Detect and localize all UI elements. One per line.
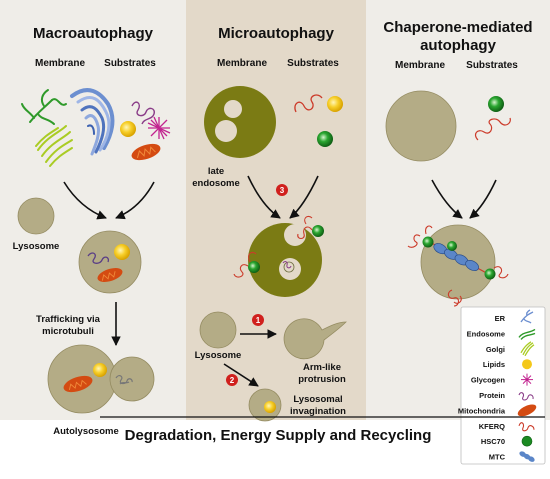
protein-icon	[131, 101, 156, 125]
legend-row: Mitochondria	[458, 404, 537, 417]
hsc70-icon	[521, 435, 533, 447]
legend-label: Protein	[479, 391, 505, 400]
legend-label: MTC	[489, 453, 506, 462]
cma-arrow-left	[431, 179, 463, 219]
step-number-2: 2	[230, 376, 235, 385]
trafficking-label-line1: Trafficking via	[36, 314, 101, 325]
legend-label: ER	[495, 314, 506, 323]
cma-membrane-label: Membrane	[395, 60, 445, 71]
legend-label: KFERQ	[479, 422, 505, 431]
micro-lysosome-label: Lysosome	[195, 350, 242, 361]
cma-arrow-right	[469, 179, 497, 219]
kferq-icon	[518, 422, 535, 432]
cma-title-line2: autophagy	[420, 37, 496, 54]
macro-title: Macroautophagy	[33, 25, 154, 42]
step-badge-2	[226, 374, 238, 386]
micro-membrane-label: Membrane	[217, 58, 267, 69]
invag-label-line1: Lysosomal	[293, 394, 342, 405]
glycogen-icon	[521, 373, 533, 386]
legend-label: Lipids	[483, 360, 505, 369]
lipid-icon	[522, 359, 532, 370]
trafficking-label-line2: microtubuli	[42, 326, 94, 337]
legend-label: Golgi	[486, 345, 505, 354]
legend-label: HSC70	[481, 437, 505, 446]
legend-row: Golgi	[486, 341, 535, 357]
lysosome-label: Lysosome	[13, 241, 60, 252]
invag-arrow	[223, 363, 259, 387]
autolysosome-label: Autolysosome	[53, 426, 118, 437]
legend: ER EndosomeGolgiLipidsGlycogenProteinMito…	[458, 306, 546, 465]
cma-kferq-icon	[474, 117, 511, 141]
legend-row: Glycogen	[471, 373, 533, 386]
micro-hsc70-icon	[317, 131, 333, 147]
lysosomal-invagination	[248, 388, 282, 422]
late-endosome-label-line1: late	[208, 166, 224, 177]
glycogen-icon	[147, 116, 171, 140]
endosome-uptake	[233, 215, 324, 297]
cma-substrates-label: Substrates	[466, 60, 518, 71]
macro-arrow-left	[63, 181, 107, 220]
endosome-icon	[518, 328, 536, 340]
macro-substrates-label: Substrates	[104, 58, 156, 69]
er-icon	[520, 309, 534, 324]
cma-hsc70-icon	[488, 96, 504, 112]
legend-row: KFERQ	[479, 422, 535, 432]
legend-label: Endosome	[467, 329, 505, 338]
legend-row: Protein	[479, 391, 534, 401]
protein-icon	[518, 392, 534, 401]
arm-label-line1: Arm-like	[303, 362, 341, 373]
micro-substrates-label: Substrates	[287, 58, 339, 69]
legend-row: HSC70	[481, 435, 533, 447]
micro-lipid-icon	[327, 96, 343, 112]
mitochondria-icon	[517, 404, 537, 417]
golgi-icon	[520, 341, 535, 357]
step-badge-3	[276, 184, 288, 196]
legend-row: Lipids	[483, 359, 532, 370]
lysosome	[17, 197, 55, 235]
late-endosome-label-line2: endosome	[192, 178, 240, 189]
micro-arrow-left	[247, 175, 281, 219]
footer-caption: Degradation, Energy Supply and Recycling	[125, 427, 432, 444]
invag-label-line2: invagination	[290, 406, 346, 417]
cma-lysosome	[385, 90, 457, 162]
macro-membrane-label: Membrane	[35, 58, 85, 69]
arm-label-line2: protrusion	[298, 374, 346, 385]
arm-protrusion	[283, 318, 347, 360]
legend-row: MTC	[489, 451, 535, 462]
micro-arrow-right	[289, 175, 319, 219]
step-number-1: 1	[256, 316, 261, 325]
legend-row: ER	[495, 309, 534, 324]
step-badge-1	[252, 314, 264, 326]
mtc-icon	[519, 451, 535, 462]
micro-protein-icon	[294, 94, 323, 113]
autophagosome	[78, 230, 142, 294]
step-number-3: 3	[280, 186, 285, 195]
cma-title-line1: Chaperone-mediated	[383, 19, 532, 36]
er-stack-icon	[70, 88, 115, 156]
micro-lysosome	[199, 311, 237, 349]
legend-label: Mitochondria	[458, 406, 506, 415]
macro-arrow-right	[115, 181, 155, 220]
autolysosome	[47, 344, 155, 414]
legend-label: Glycogen	[471, 376, 506, 385]
mitochondria-icon	[131, 143, 161, 161]
late-endosome	[204, 86, 276, 158]
er-icon	[21, 89, 67, 125]
lipid-icon	[120, 121, 136, 137]
cma-translocation	[407, 224, 509, 307]
golgi-icon	[35, 125, 73, 167]
micro-title: Microautophagy	[218, 25, 334, 42]
legend-row: Endosome	[467, 328, 536, 340]
